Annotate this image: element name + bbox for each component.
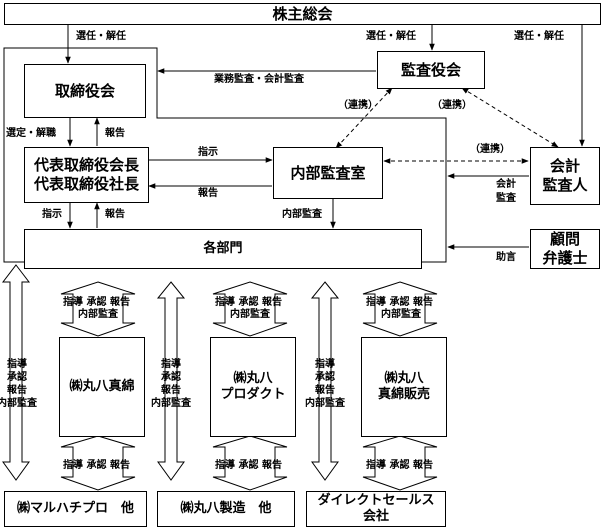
accountant-label-2: 監査人 — [542, 176, 588, 194]
guide1-bottom-label: 内部監査 — [78, 309, 118, 320]
shareholders-box: 株主総会 — [4, 3, 601, 25]
accounting-audit-label-1: 会計 — [496, 179, 516, 190]
vert-label-a: 指導 承認 報告 内部監査 — [0, 358, 38, 410]
bottom-label-3a: ダイレクトセールス — [317, 492, 435, 508]
subsidiary-label-3b: 真綿販売 — [377, 387, 430, 402]
president-box: 代表取締役会長 代表取締役社長 — [24, 147, 149, 203]
vert-b-1: 指導 — [161, 359, 181, 370]
subsidiary-label-2a: ㈱丸八 — [233, 370, 273, 386]
accountant-label-1: 会計 — [549, 157, 580, 176]
bottom-box-1: ㈱マルハチプロ 他 — [4, 491, 147, 527]
counsel-label-1: 顧問 — [549, 230, 580, 249]
block-arrow-sub1-top — [60, 281, 136, 337]
report-depts-label: 報告 — [105, 209, 125, 220]
bottom-label-2: ㈱丸八製造 他 — [180, 500, 272, 516]
lower1-label: 指導 承認 報告 — [63, 460, 130, 471]
cooperation-left-label: （連携） — [338, 100, 378, 111]
vert-b-4: 内部監査 — [151, 398, 191, 409]
tall-double-arrow-b — [156, 281, 186, 481]
vert-c-2: 承認 — [315, 372, 335, 383]
block-arrow-sub3-bottom — [362, 435, 438, 491]
bottom-box-3: ダイレクトセールス 会社 — [306, 491, 446, 527]
vert-b-2: 承認 — [161, 372, 181, 383]
advice-label: 助言 — [496, 252, 516, 263]
vert-c-4: 内部監査 — [305, 398, 345, 409]
president-label-2: 代表取締役社長 — [33, 175, 139, 193]
appoint-dismiss-board-label: 選任・解任 — [76, 31, 126, 42]
tall-double-arrow-a — [1, 264, 31, 481]
auditors-label: 監査役会 — [400, 60, 461, 79]
select-dismiss-label: 選定・解職 — [6, 128, 56, 139]
instruct-audit-label: 指示 — [198, 147, 218, 158]
coop-auditors-accountant — [461, 87, 559, 148]
vert-a-1: 指導 — [7, 359, 27, 370]
guide2-bottom-label: 内部監査 — [230, 309, 270, 320]
tall-double-arrow-c — [310, 281, 340, 481]
board-label: 取締役会 — [54, 81, 115, 100]
subsidiary-label-3a: ㈱丸八 — [384, 370, 424, 386]
report-audit-label: 報告 — [198, 188, 218, 199]
president-label-1: 代表取締役会長 — [33, 156, 139, 175]
vert-a-4: 内部監査 — [0, 398, 37, 409]
auditors-box: 監査役会 — [377, 51, 485, 89]
subsidiary-box-3: ㈱丸八 真綿販売 — [361, 337, 447, 437]
vert-a-2: 承認 — [7, 372, 27, 383]
accountant-box: 会計 監査人 — [530, 147, 600, 205]
guide2-top-label: 指導 承認 報告 — [215, 297, 282, 308]
departments-box: 各部門 — [24, 229, 422, 269]
guide1-top-label: 指導 承認 報告 — [63, 297, 130, 308]
internal-audit-box: 内部監査室 — [273, 147, 383, 199]
lower2-label: 指導 承認 報告 — [215, 460, 282, 471]
block-arrow-sub3-top — [362, 281, 438, 337]
guide3-bottom-label: 内部監査 — [381, 309, 421, 320]
business-accounting-audit-label: 業務監査・会計監査 — [214, 74, 304, 85]
subsidiary-box-1: ㈱丸八真綿 — [59, 337, 145, 437]
bottom-label-1: ㈱マルハチプロ 他 — [16, 500, 134, 516]
internal-audit-text-label: 内部監査 — [282, 209, 322, 220]
subsidiary-label-2b: プロダクト — [220, 387, 286, 402]
cooperation-accountant-label: （連携） — [470, 144, 510, 155]
bottom-label-3b: 会社 — [362, 509, 389, 524]
departments-label: 各部門 — [203, 240, 243, 256]
vert-b-3: 報告 — [161, 385, 181, 396]
block-arrow-sub2-bottom — [212, 435, 288, 491]
report-board-label: 報告 — [105, 128, 125, 139]
vert-c-1: 指導 — [315, 359, 335, 370]
subsidiary-label-1: ㈱丸八真綿 — [69, 378, 135, 394]
block-arrow-sub2-top — [212, 281, 288, 337]
instruct-depts-label: 指示 — [42, 209, 62, 220]
vert-a-3: 報告 — [7, 385, 27, 396]
vert-label-b: 指導 承認 報告 内部監査 — [150, 358, 192, 410]
cooperation-right-label: （連携） — [432, 100, 472, 111]
subsidiary-box-2: ㈱丸八 プロダクト — [210, 337, 296, 437]
board-box: 取締役会 — [24, 64, 146, 118]
internal-audit-label: 内部監査室 — [290, 163, 366, 182]
lower3-label: 指導 承認 報告 — [366, 460, 433, 471]
guide3-top-label: 指導 承認 報告 — [366, 297, 433, 308]
shareholders-label: 株主総会 — [272, 4, 333, 23]
vert-label-c: 指導 承認 報告 内部監査 — [304, 358, 346, 410]
bottom-box-2: ㈱丸八製造 他 — [157, 491, 295, 527]
block-arrow-sub1-bottom — [60, 435, 136, 491]
appoint-dismiss-auditors-label: 選任・解任 — [366, 31, 416, 42]
counsel-label-2: 弁護士 — [542, 249, 588, 267]
accounting-audit-label-2: 監査 — [496, 193, 516, 204]
appoint-dismiss-accountant-label: 選任・解任 — [514, 31, 564, 42]
company-boundary — [3, 47, 447, 263]
vert-c-3: 報告 — [315, 385, 335, 396]
counsel-box: 顧問 弁護士 — [530, 229, 600, 269]
